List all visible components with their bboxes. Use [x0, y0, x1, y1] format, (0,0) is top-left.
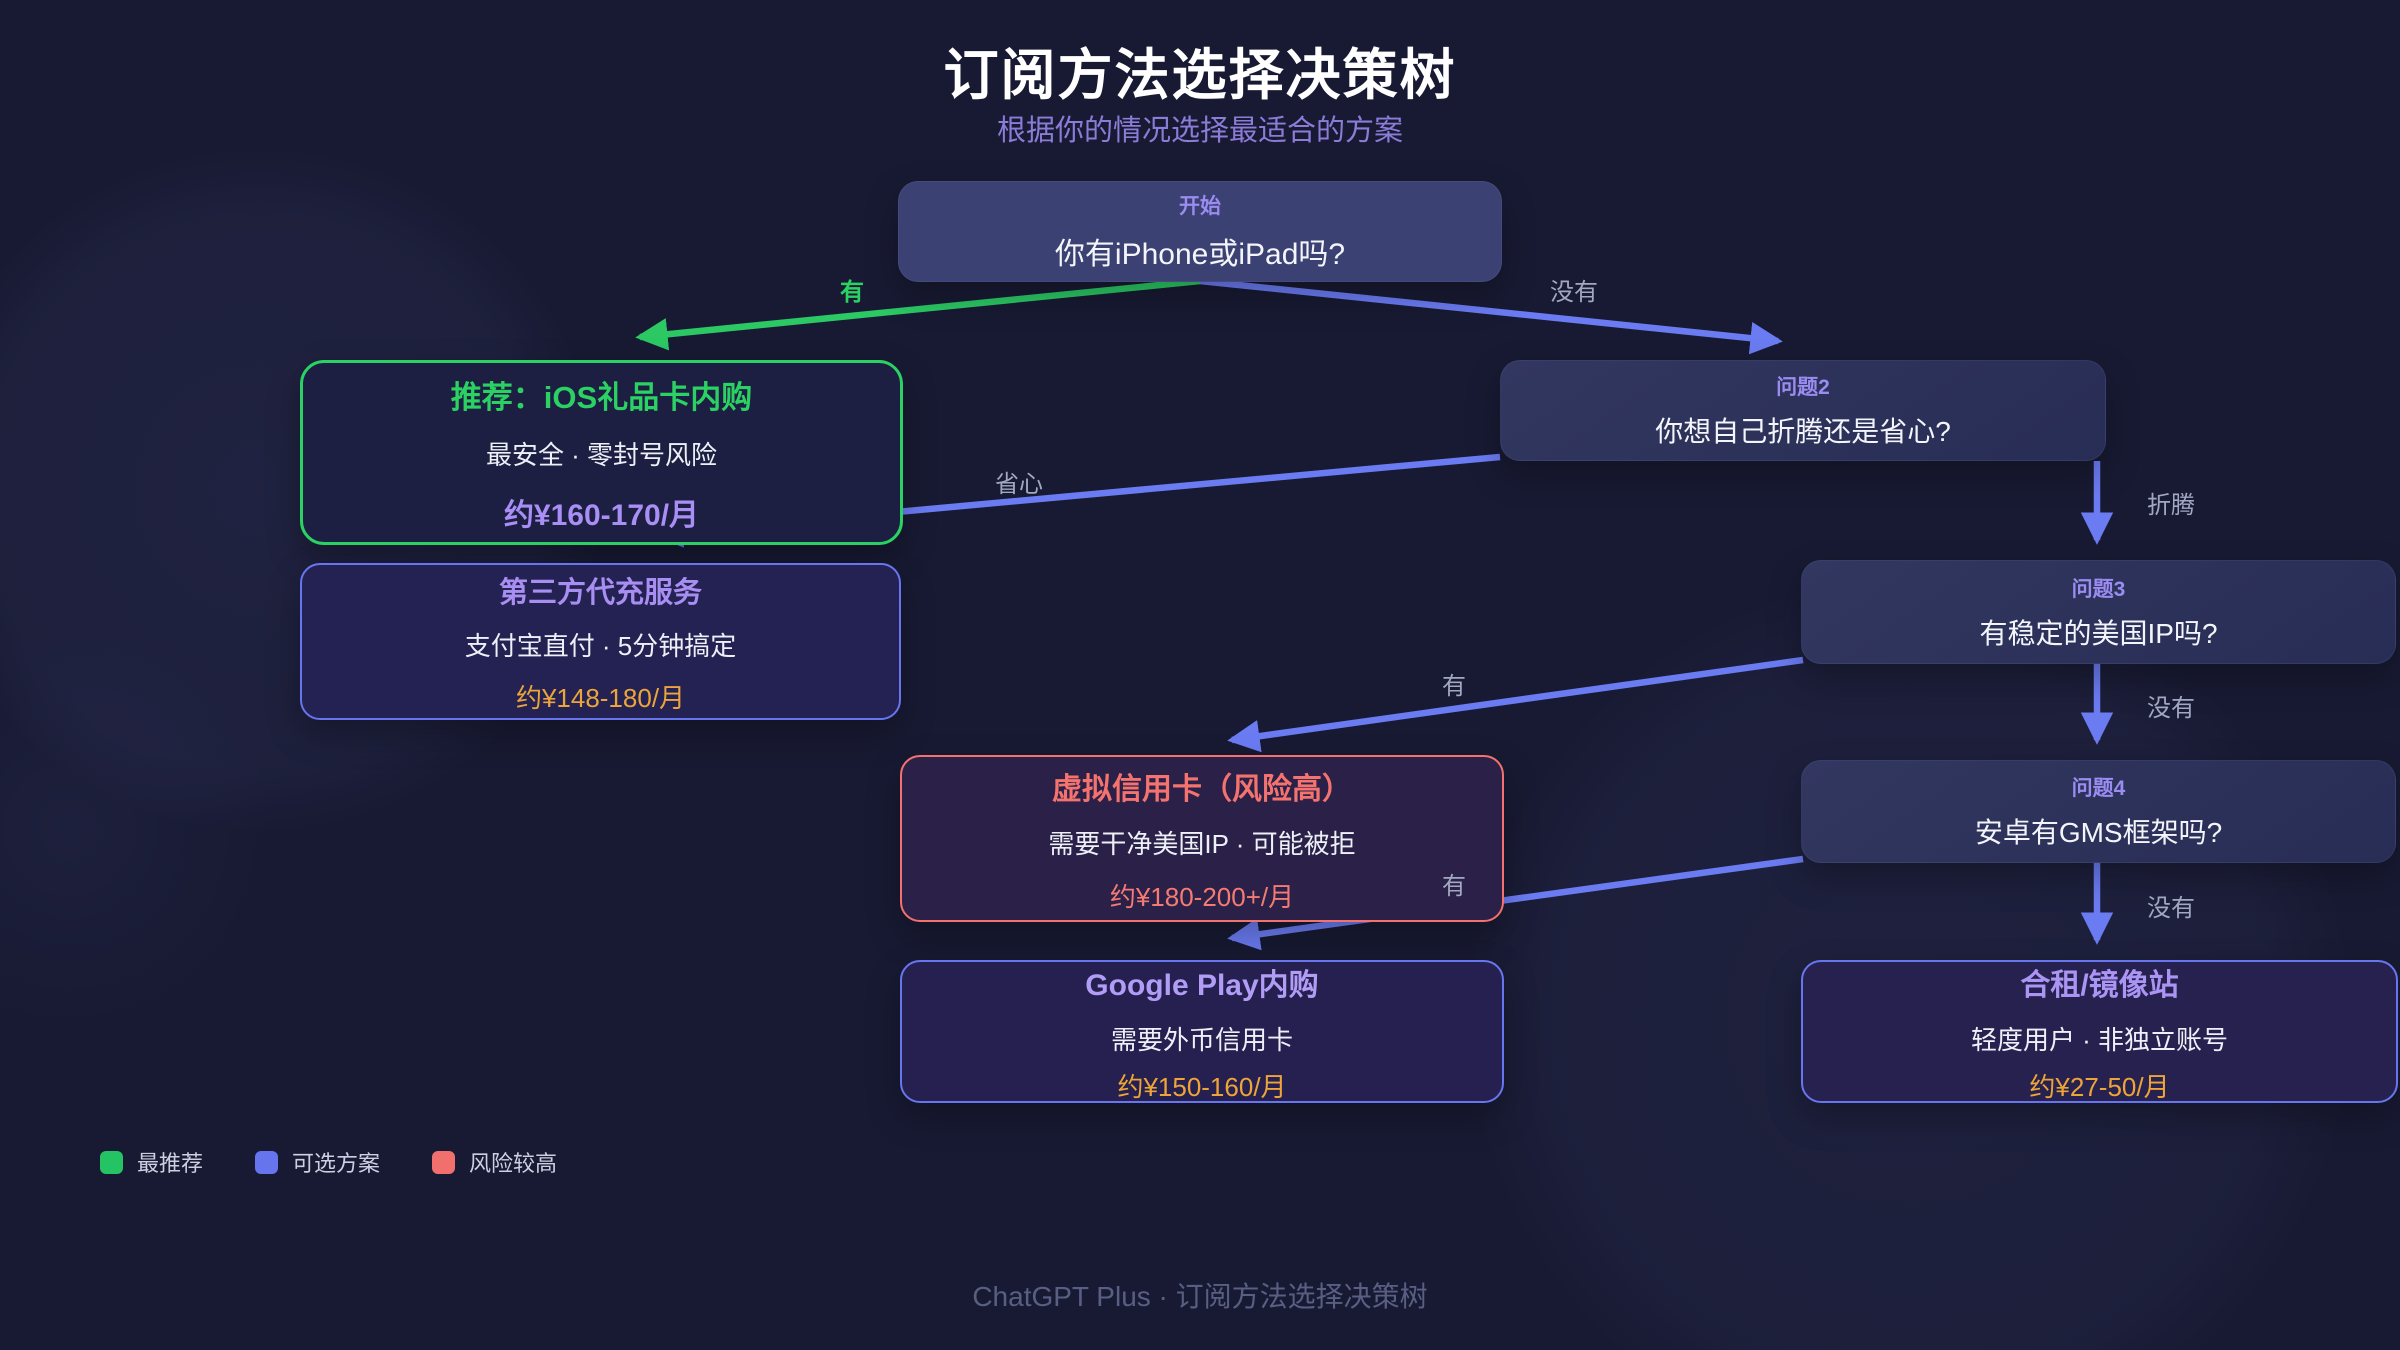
node-ios-gift-card-price: 约¥160-170/月: [503, 498, 700, 532]
node-third-party-recharge-price: 约¥148-180/月: [515, 682, 686, 713]
legend-label-risky: 风险较高: [469, 1151, 558, 1176]
node-ios-gift-card-desc: 最安全 · 零封号风险: [485, 439, 718, 470]
node-shared-mirror-desc: 轻度用户 · 非独立账号: [1970, 1024, 2229, 1055]
node-google-play-title: Google Play内购: [1085, 968, 1319, 1002]
page-subtitle: 根据你的情况选择最适合的方案: [996, 115, 1403, 147]
edge-label-q1-yes: 有: [840, 279, 864, 306]
legend-label-recommended: 最推荐: [137, 1151, 204, 1176]
edge-label-q4-yes: 有: [1442, 873, 1466, 900]
node-virtual-credit-card-desc: 需要干净美国IP · 可能被拒: [1048, 828, 1356, 859]
node-ios-gift-card: 推荐：iOS礼品卡内购 最安全 · 零封号风险 约¥160-170/月: [300, 360, 903, 545]
node-question-3-tag: 问题3: [2071, 577, 2126, 601]
node-question-2: 问题2 你想自己折腾还是省心?: [1500, 360, 2106, 461]
node-question-3: 问题3 有稳定的美国IP吗?: [1801, 560, 2396, 664]
node-question-2-tag: 问题2: [1776, 376, 1830, 399]
node-google-play: Google Play内购 需要外币信用卡 约¥150-160/月: [900, 960, 1504, 1103]
legend-swatch-red: [432, 1150, 456, 1174]
edge-line-q1-yes: [635, 277, 1201, 351]
legend-swatch-blue: [255, 1150, 279, 1174]
node-question-4-question: 安卓有GMS框架吗?: [1974, 817, 2223, 848]
legend-label-optional: 可选方案: [292, 1151, 381, 1176]
edge-line-q3-yes: [1227, 656, 1804, 753]
background-blob-bottom-left: [0, 620, 280, 1040]
edge-label-q1-no: 没有: [1550, 279, 1598, 306]
node-virtual-credit-card-title: 虚拟信用卡（风险高）: [1052, 772, 1352, 806]
node-question-4-tag: 问题4: [2071, 777, 2126, 800]
edge-label-q4-no: 没有: [2147, 895, 2195, 922]
node-question-3-question: 有稳定的美国IP吗?: [1979, 617, 2218, 649]
edge-label-q3-no: 没有: [2147, 695, 2195, 722]
node-start-question: 你有iPhone或iPad吗?: [1054, 238, 1346, 271]
legend: 最推荐 可选方案 风险较高: [100, 1146, 557, 1178]
page-title: 订阅方法选择决策树: [943, 44, 1457, 106]
node-third-party-recharge: 第三方代充服务 支付宝直付 · 5分钟搞定 约¥148-180/月: [300, 563, 901, 720]
legend-item-risky: 风险较高: [432, 1146, 557, 1178]
node-question-4: 问题4 安卓有GMS框架吗?: [1801, 760, 2396, 863]
node-virtual-credit-card-price: 约¥180-200+/月: [1109, 881, 1295, 912]
legend-swatch-green: [100, 1150, 123, 1174]
node-third-party-recharge-desc: 支付宝直付 · 5分钟搞定: [464, 630, 737, 661]
footer-caption: ChatGPT Plus · 订阅方法选择决策树: [972, 1281, 1428, 1312]
edge-line-q1-no: [1199, 277, 1783, 355]
node-shared-mirror-price: 约¥27-50/月: [2029, 1071, 2170, 1102]
node-shared-mirror: 合租/镜像站 轻度用户 · 非独立账号 约¥27-50/月: [1801, 960, 2398, 1103]
edge-label-q2-diy: 折腾: [2147, 492, 2195, 519]
node-ios-gift-card-title: 推荐：iOS礼品卡内购: [450, 379, 753, 415]
legend-item-optional: 可选方案: [255, 1146, 380, 1178]
node-start-tag: 开始: [1179, 195, 1221, 218]
edge-label-q2-easy: 省心: [995, 471, 1043, 498]
node-question-2-question: 你想自己折腾还是省心?: [1655, 416, 1951, 447]
node-shared-mirror-title: 合租/镜像站: [2020, 968, 2179, 1002]
node-start: 开始 你有iPhone或iPad吗?: [898, 181, 1502, 282]
node-google-play-desc: 需要外币信用卡: [1110, 1024, 1293, 1055]
node-third-party-recharge-title: 第三方代充服务: [498, 576, 702, 609]
node-virtual-credit-card: 虚拟信用卡（风险高） 需要干净美国IP · 可能被拒 约¥180-200+/月: [900, 755, 1504, 922]
node-google-play-price: 约¥150-160/月: [1117, 1071, 1287, 1102]
legend-item-recommended: 最推荐: [100, 1146, 203, 1178]
edge-label-q3-yes: 有: [1442, 673, 1466, 700]
